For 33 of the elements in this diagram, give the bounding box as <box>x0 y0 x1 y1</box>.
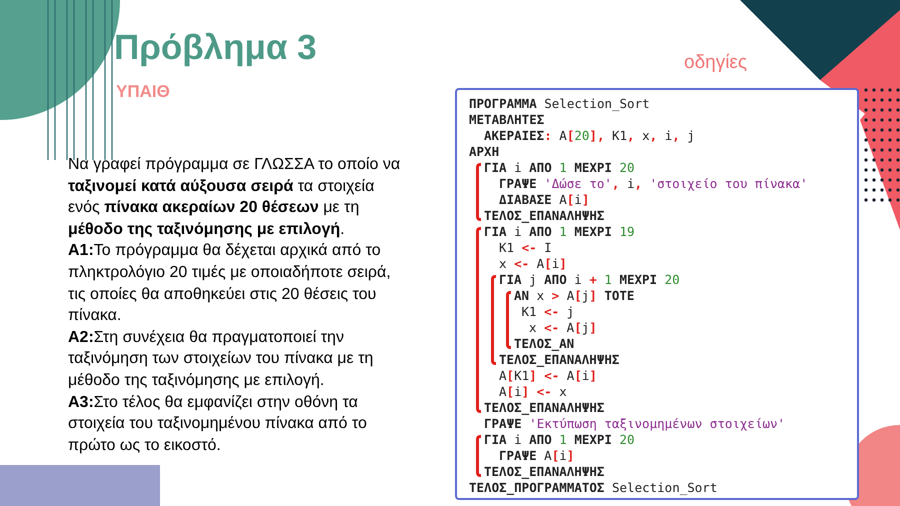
code-line: ΓΙΑ j ΑΠΟ i + 1 ΜΕΧΡΙ 20 <box>499 272 680 288</box>
code-panel <box>455 88 859 500</box>
code-line: ΤΕΛΟΣ_ΕΠΑΝΑΛΗΨΗΣ <box>484 464 604 480</box>
code-line: K1 <- I <box>499 240 552 256</box>
code-line: ΑΝ x > A[j] ΤΟΤΕ <box>514 288 634 304</box>
code-line: ΓΙΑ i ΑΠΟ 1 ΜΕΧΡΙ 20 <box>484 432 635 448</box>
code-line: ΔΙΑΒΑΣΕ A[i] <box>499 192 590 208</box>
code-line: ΤΕΛΟΣ_ΕΠΑΝΑΛΗΨΗΣ <box>484 208 604 224</box>
code-line: ΤΕΛΟΣ_ΕΠΑΝΑΛΗΨΗΣ <box>484 400 604 416</box>
code-line: K1 <- j <box>522 304 574 320</box>
code-line: ΓΡΑΨΕ A[i] <box>499 448 574 464</box>
code-line: ΓΡΑΨΕ 'Εκτύπωση ταξινομημένων στοιχείων' <box>484 416 786 432</box>
code-line: ΠΡΟΓΡΑΜΜΑ Selection_Sort <box>469 96 650 112</box>
subtitle: ΥΠΑΙΘ <box>116 81 170 103</box>
code-line: ΑΚΕΡΑΙΕΣ: A[20], K1, x, i, j <box>484 128 695 144</box>
paragraph: Να γραφεί πρόγραμμα σε ΓΛΩΣΣΑ το οποίο να ταξινομεί κατά αύξουσα σειρά τα στοιχεία ενός πίνακα ακεραίων 20 θέσεων με τη μέθοδο της ταξινόμησης με επιλογή. <box>68 155 402 240</box>
code-line: ΑΡΧΗ <box>469 144 500 160</box>
code-line: A[i] <- x <box>499 384 567 400</box>
slide-title: Πρόβλημα 3 <box>114 30 317 65</box>
code-line: ΓΙΑ i ΑΠΟ 1 ΜΕΧΡΙ 19 <box>484 224 635 240</box>
code-line: ΓΙΑ i ΑΠΟ 1 ΜΕΧΡΙ 20 <box>484 160 635 176</box>
code-line: A[K1] <- A[i] <box>499 368 597 384</box>
paragraph: A2:Στη συνέχεια θα πραγματοποιεί την ταξινόμηση των στοιχείων του πίνακα με τη μέθοδο της ταξινόμησης με επιλογή. <box>68 328 374 391</box>
paragraph: A3:Στο τέλος θα εμφανίζει στην οθόνη τα στοιχεία του ταξινομημένου πίνακα από το πρώτο ως το εικοστό. <box>68 392 368 456</box>
code-line: ΤΕΛΟΣ_ΠΡΟΓΡΑΜΜΑΤΟΣ Selection_Sort <box>469 480 718 496</box>
paragraph: A1:Το πρόγραμμα θα δέχεται αρχικά από το πληκτρολόγιο 20 τιμές με οποιαδήποτε σειρά, τις οποίες θα αποθηκεύει στις 20 θέσεις του πίνακα. <box>68 241 392 326</box>
code-line: ΜΕΤΑΒΛΗΤΕΣ <box>469 112 544 128</box>
code-line: ΤΕΛΟΣ_ΑΝ <box>514 336 574 352</box>
code-line: ΤΕΛΟΣ_ΕΠΑΝΑΛΗΨΗΣ <box>499 352 620 368</box>
code-line: x <- A[j] <box>529 320 597 336</box>
code-line: ΓΡΑΨΕ 'Δώσε το', i, 'στοιχείο του πίνακα' <box>499 176 808 192</box>
code-line: x <- A[i] <box>499 256 567 272</box>
instructions-heading: οδηγίες <box>684 51 748 75</box>
